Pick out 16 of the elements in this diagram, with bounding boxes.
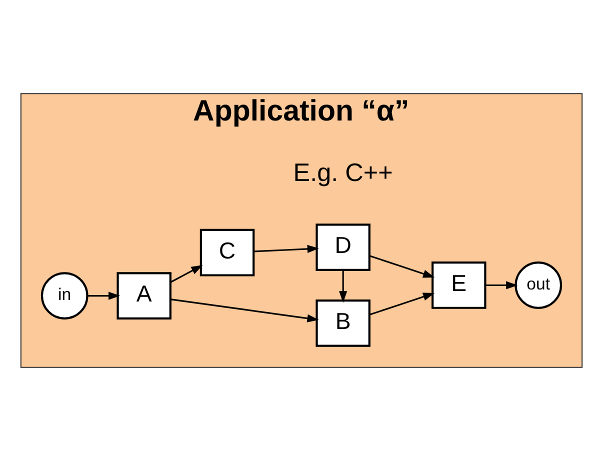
node-circle: out [514, 262, 562, 309]
arrow [485, 281, 518, 290]
node-box: E [432, 262, 486, 309]
label: E.g. C++ [293, 159, 393, 188]
node-box: B [316, 299, 370, 347]
arrow [88, 292, 120, 300]
arrow [170, 265, 203, 283]
arrow [339, 270, 348, 303]
node-box: D [316, 224, 370, 272]
arrow [369, 292, 435, 316]
arrow [170, 298, 319, 322]
arrow [369, 255, 435, 278]
node-box: A [116, 272, 172, 320]
node-box: C [200, 228, 255, 276]
arrow [254, 244, 319, 253]
node-circle: in [40, 272, 88, 320]
